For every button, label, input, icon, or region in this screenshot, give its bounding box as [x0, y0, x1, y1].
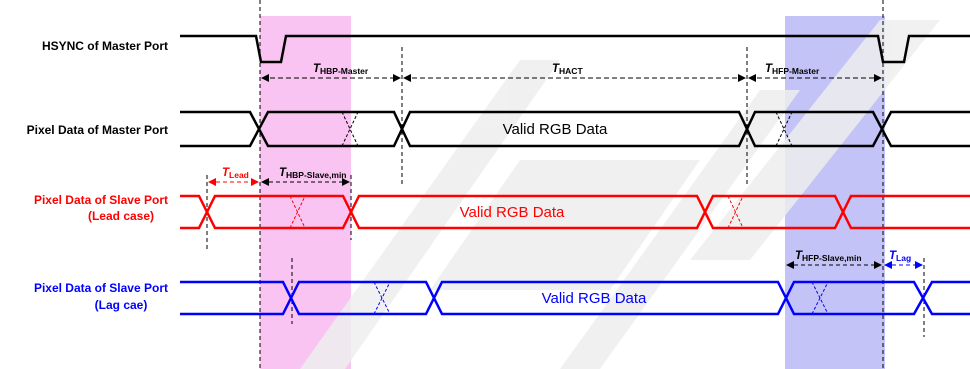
pixel-slave-lead-case-label: (Lead case): [88, 209, 154, 223]
t-hfp-master-label: THFP-Master: [765, 63, 820, 76]
pixel-slave-lag-label: Pixel Data of Slave Port: [34, 281, 168, 295]
t-hfp-slave-min-label: THFP-Slave,min: [795, 250, 862, 263]
hsync-waveform: [180, 34, 970, 64]
t-lag-label: TLag: [889, 250, 911, 263]
slave-lead-pixel-bus: [180, 194, 970, 230]
master-valid-rgb-data: Valid RGB Data: [503, 121, 608, 138]
pixel-slave-lead-label: Pixel Data of Slave Port: [34, 193, 168, 207]
pixel-slave-lag-case-label: (Lag cae): [95, 298, 148, 312]
pixel-master-label: Pixel Data of Master Port: [27, 123, 168, 137]
slave-lead-pixel-bus-dashed: [289, 195, 744, 229]
hsync-master-label: HSYNC of Master Port: [42, 39, 168, 53]
lead-valid-rgb-data: Valid RGB Data: [460, 204, 565, 221]
master-pixel-bus-dashed: [341, 111, 793, 147]
slave-lag-pixel-bus: [180, 280, 970, 316]
t-hbp-master-label: THBP-Master: [313, 63, 369, 76]
t-hact-label: THACT: [552, 63, 583, 76]
lag-valid-rgb-data: Valid RGB Data: [542, 290, 647, 307]
master-pixel-bus: [180, 110, 970, 148]
t-lead-label: TLead: [222, 167, 249, 180]
t-hbp-slave-min-label: THBP-Slave,min: [279, 167, 347, 180]
slave-lag-pixel-bus-dashed: [373, 281, 829, 315]
